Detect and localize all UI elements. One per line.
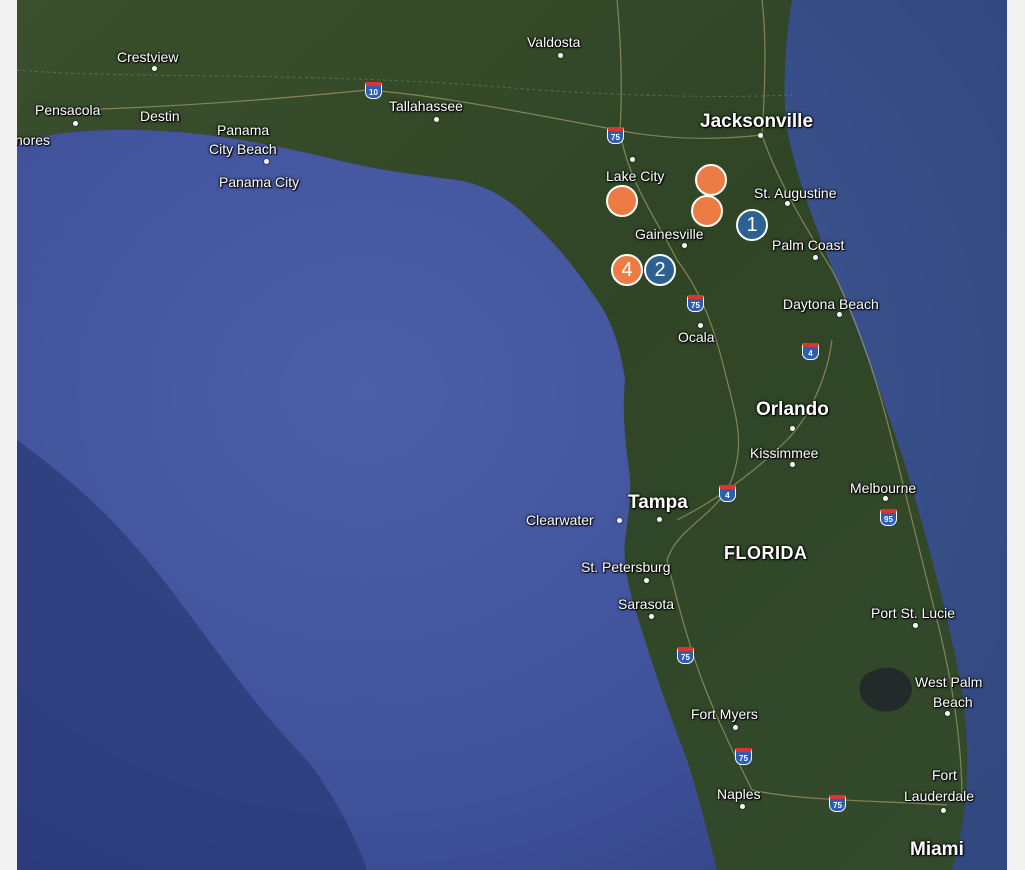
label-shores: hores [17, 132, 51, 148]
label-ocala: Ocala [678, 329, 715, 345]
interstate-75-south-shield-icon: 75 [677, 647, 694, 664]
florida-land [17, 0, 968, 870]
dot-crestview [152, 66, 157, 71]
map-marker-2[interactable]: 2 [644, 254, 676, 286]
label-jacksonville: Jacksonville [700, 111, 814, 132]
interstate-95-shield-icon: 95 [880, 509, 897, 526]
dot-tampa [657, 517, 662, 522]
label-west-palm-beach-line1: West Palm [915, 674, 983, 690]
dot-jacksonville [758, 133, 763, 138]
dot-valdosta [558, 53, 563, 58]
dot-st-petersburg [644, 578, 649, 583]
map-marker-1[interactable]: 1 [736, 209, 768, 241]
label-port-st-lucie: Port St. Lucie [871, 605, 956, 621]
interstate-4-shield-icon: 4 [802, 343, 819, 360]
map-marker[interactable] [606, 185, 638, 217]
dot-panama-city [264, 159, 269, 164]
map-marker[interactable] [695, 164, 727, 196]
map-marker-4[interactable]: 4 [611, 254, 643, 286]
dot-ocala [698, 323, 703, 328]
label-west-palm-beach-line2: Beach [933, 694, 973, 710]
deep-water [17, 440, 367, 870]
dot-daytona-beach [837, 312, 842, 317]
label-daytona-beach: Daytona Beach [783, 296, 879, 312]
label-melbourne: Melbourne [850, 480, 917, 496]
dot-melbourne [883, 496, 888, 501]
label-crestview: Crestview [117, 49, 179, 65]
label-pensacola: Pensacola [35, 102, 101, 118]
label-panama-city: Panama City [219, 174, 300, 190]
label-fort-lauderdale-line2: Lauderdale [904, 788, 975, 804]
label-fort-myers: Fort Myers [691, 706, 758, 722]
label-gainesville: Gainesville [635, 226, 704, 242]
label-valdosta: Valdosta [527, 34, 581, 50]
label-miami: Miami [910, 839, 964, 860]
interstate-75-shield-icon: 75 [607, 127, 624, 144]
lake-okeechobee [859, 667, 912, 712]
dot-gainesville [682, 243, 687, 248]
interstate-75-naples-shield-icon: 75 [829, 795, 846, 812]
dot-port-st-lucie [913, 623, 918, 628]
label-st-augustine: St. Augustine [754, 185, 837, 201]
label-tampa: Tampa [628, 492, 688, 513]
label-destin: Destin [140, 108, 180, 124]
map-terrain [17, 0, 1007, 870]
atlantic-ocean [17, 0, 1007, 870]
dot-west-palm-beach [945, 711, 950, 716]
dot-palm-coast [813, 255, 818, 260]
label-naples: Naples [717, 786, 761, 802]
dot-sarasota [649, 614, 654, 619]
label-clearwater: Clearwater [526, 512, 594, 528]
label-sarasota: Sarasota [618, 596, 675, 612]
dot-st-augustine [785, 201, 790, 206]
interstate-4-tampa-shield-icon: 4 [719, 485, 736, 502]
dot-kissimmee [790, 462, 795, 467]
dot-naples [740, 804, 745, 809]
satellite-map[interactable]: Crestview Pensacola hores Destin Panama … [17, 0, 1007, 870]
dot-clearwater [617, 518, 622, 523]
label-panama-city-beach-line1: Panama [217, 122, 270, 138]
label-kissimmee: Kissimmee [750, 445, 819, 461]
dot-tallahassee [434, 117, 439, 122]
label-florida: FLORIDA [724, 543, 808, 563]
interstate-10-shield-icon: 10 [365, 82, 382, 99]
label-panama-city-beach-line2: City Beach [209, 141, 277, 157]
map-marker[interactable] [691, 195, 723, 227]
dot-fort-myers [733, 725, 738, 730]
label-palm-coast: Palm Coast [772, 237, 845, 253]
interstate-75-fort-myers-shield-icon: 75 [735, 748, 752, 765]
label-tallahassee: Tallahassee [389, 98, 463, 114]
label-fort-lauderdale-line1: Fort [932, 767, 957, 783]
label-st-petersburg: St. Petersburg [581, 559, 671, 575]
dot-pensacola [73, 121, 78, 126]
dot-fort-lauderdale [941, 808, 946, 813]
dot-orlando [790, 426, 795, 431]
dot-lake-city [630, 157, 635, 162]
interstate-75-ocala-shield-icon: 75 [687, 295, 704, 312]
label-lake-city: Lake City [606, 168, 665, 184]
state-border [17, 69, 793, 97]
label-orlando: Orlando [756, 399, 829, 420]
